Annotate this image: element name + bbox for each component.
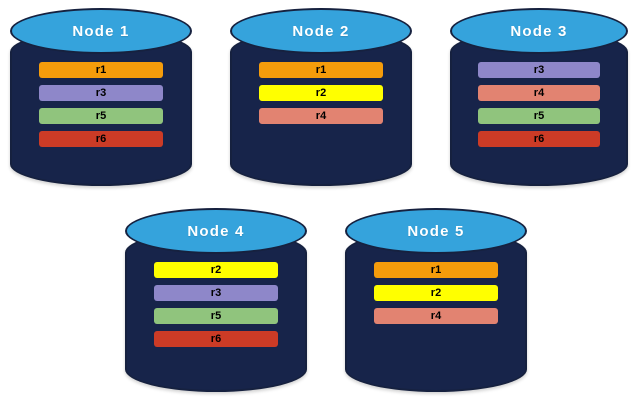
replica-bar-r5[interactable]: r5	[478, 108, 600, 124]
replica-label-r1: r1	[315, 63, 327, 76]
replica-label-r2: r2	[430, 286, 442, 299]
replica-bar-r6[interactable]: r6	[39, 131, 163, 147]
node-top-ellipse-1: Node 1	[10, 8, 192, 54]
replica-label-r2: r2	[210, 263, 222, 276]
node-cylinder-3[interactable]: Node 3 r3 r4 r5 r6	[450, 8, 628, 186]
replica-label-r2: r2	[315, 86, 327, 99]
replica-bar-r2[interactable]: r2	[259, 85, 383, 101]
replica-bar-r1[interactable]: r1	[259, 62, 383, 78]
node-label-3: Node 3	[510, 22, 568, 40]
replica-bar-r1[interactable]: r1	[39, 62, 163, 78]
node-label-4: Node 4	[187, 222, 245, 240]
node-label-5: Node 5	[407, 222, 465, 240]
replica-label-r5: r5	[533, 109, 545, 122]
replica-bar-r4[interactable]: r4	[259, 108, 383, 124]
replica-bar-r3[interactable]: r3	[478, 62, 600, 78]
replica-label-r4: r4	[430, 309, 442, 322]
node-top-ellipse-2: Node 2	[230, 8, 412, 54]
node-cylinder-1[interactable]: Node 1 r1 r3 r5 r6	[10, 8, 192, 186]
replica-label-r3: r3	[95, 86, 107, 99]
replica-label-r4: r4	[315, 109, 327, 122]
node-cylinder-5[interactable]: Node 5 r1 r2 r4	[345, 208, 527, 392]
node-cylinder-4[interactable]: Node 4 r2 r3 r5 r6	[125, 208, 307, 392]
replica-list-5: r1 r2 r4	[345, 262, 527, 324]
replica-label-r3: r3	[210, 286, 222, 299]
replica-list-3: r3 r4 r5 r6	[450, 62, 628, 147]
replica-label-r6: r6	[210, 332, 222, 345]
replica-label-r5: r5	[210, 309, 222, 322]
replica-label-r1: r1	[430, 263, 442, 276]
replica-bar-r5[interactable]: r5	[154, 308, 278, 324]
replica-list-4: r2 r3 r5 r6	[125, 262, 307, 347]
node-label-2: Node 2	[292, 22, 350, 40]
replica-bar-r3[interactable]: r3	[39, 85, 163, 101]
replica-list-1: r1 r3 r5 r6	[10, 62, 192, 147]
node-top-ellipse-4: Node 4	[125, 208, 307, 254]
replica-bar-r4[interactable]: r4	[374, 308, 498, 324]
replica-label-r4: r4	[533, 86, 545, 99]
replica-bar-r1[interactable]: r1	[374, 262, 498, 278]
replica-label-r1: r1	[95, 63, 107, 76]
replica-bar-r2[interactable]: r2	[374, 285, 498, 301]
replica-list-2: r1 r2 r4	[230, 62, 412, 124]
replica-bar-r4[interactable]: r4	[478, 85, 600, 101]
node-top-ellipse-3: Node 3	[450, 8, 628, 54]
replica-bar-r6[interactable]: r6	[478, 131, 600, 147]
node-label-1: Node 1	[72, 22, 130, 40]
replica-label-r3: r3	[533, 63, 545, 76]
replica-bar-r6[interactable]: r6	[154, 331, 278, 347]
replica-bar-r2[interactable]: r2	[154, 262, 278, 278]
replica-bar-r3[interactable]: r3	[154, 285, 278, 301]
replica-label-r5: r5	[95, 109, 107, 122]
replica-label-r6: r6	[95, 132, 107, 145]
replica-bar-r5[interactable]: r5	[39, 108, 163, 124]
replica-label-r6: r6	[533, 132, 545, 145]
node-top-ellipse-5: Node 5	[345, 208, 527, 254]
node-cylinder-2[interactable]: Node 2 r1 r2 r4	[230, 8, 412, 186]
